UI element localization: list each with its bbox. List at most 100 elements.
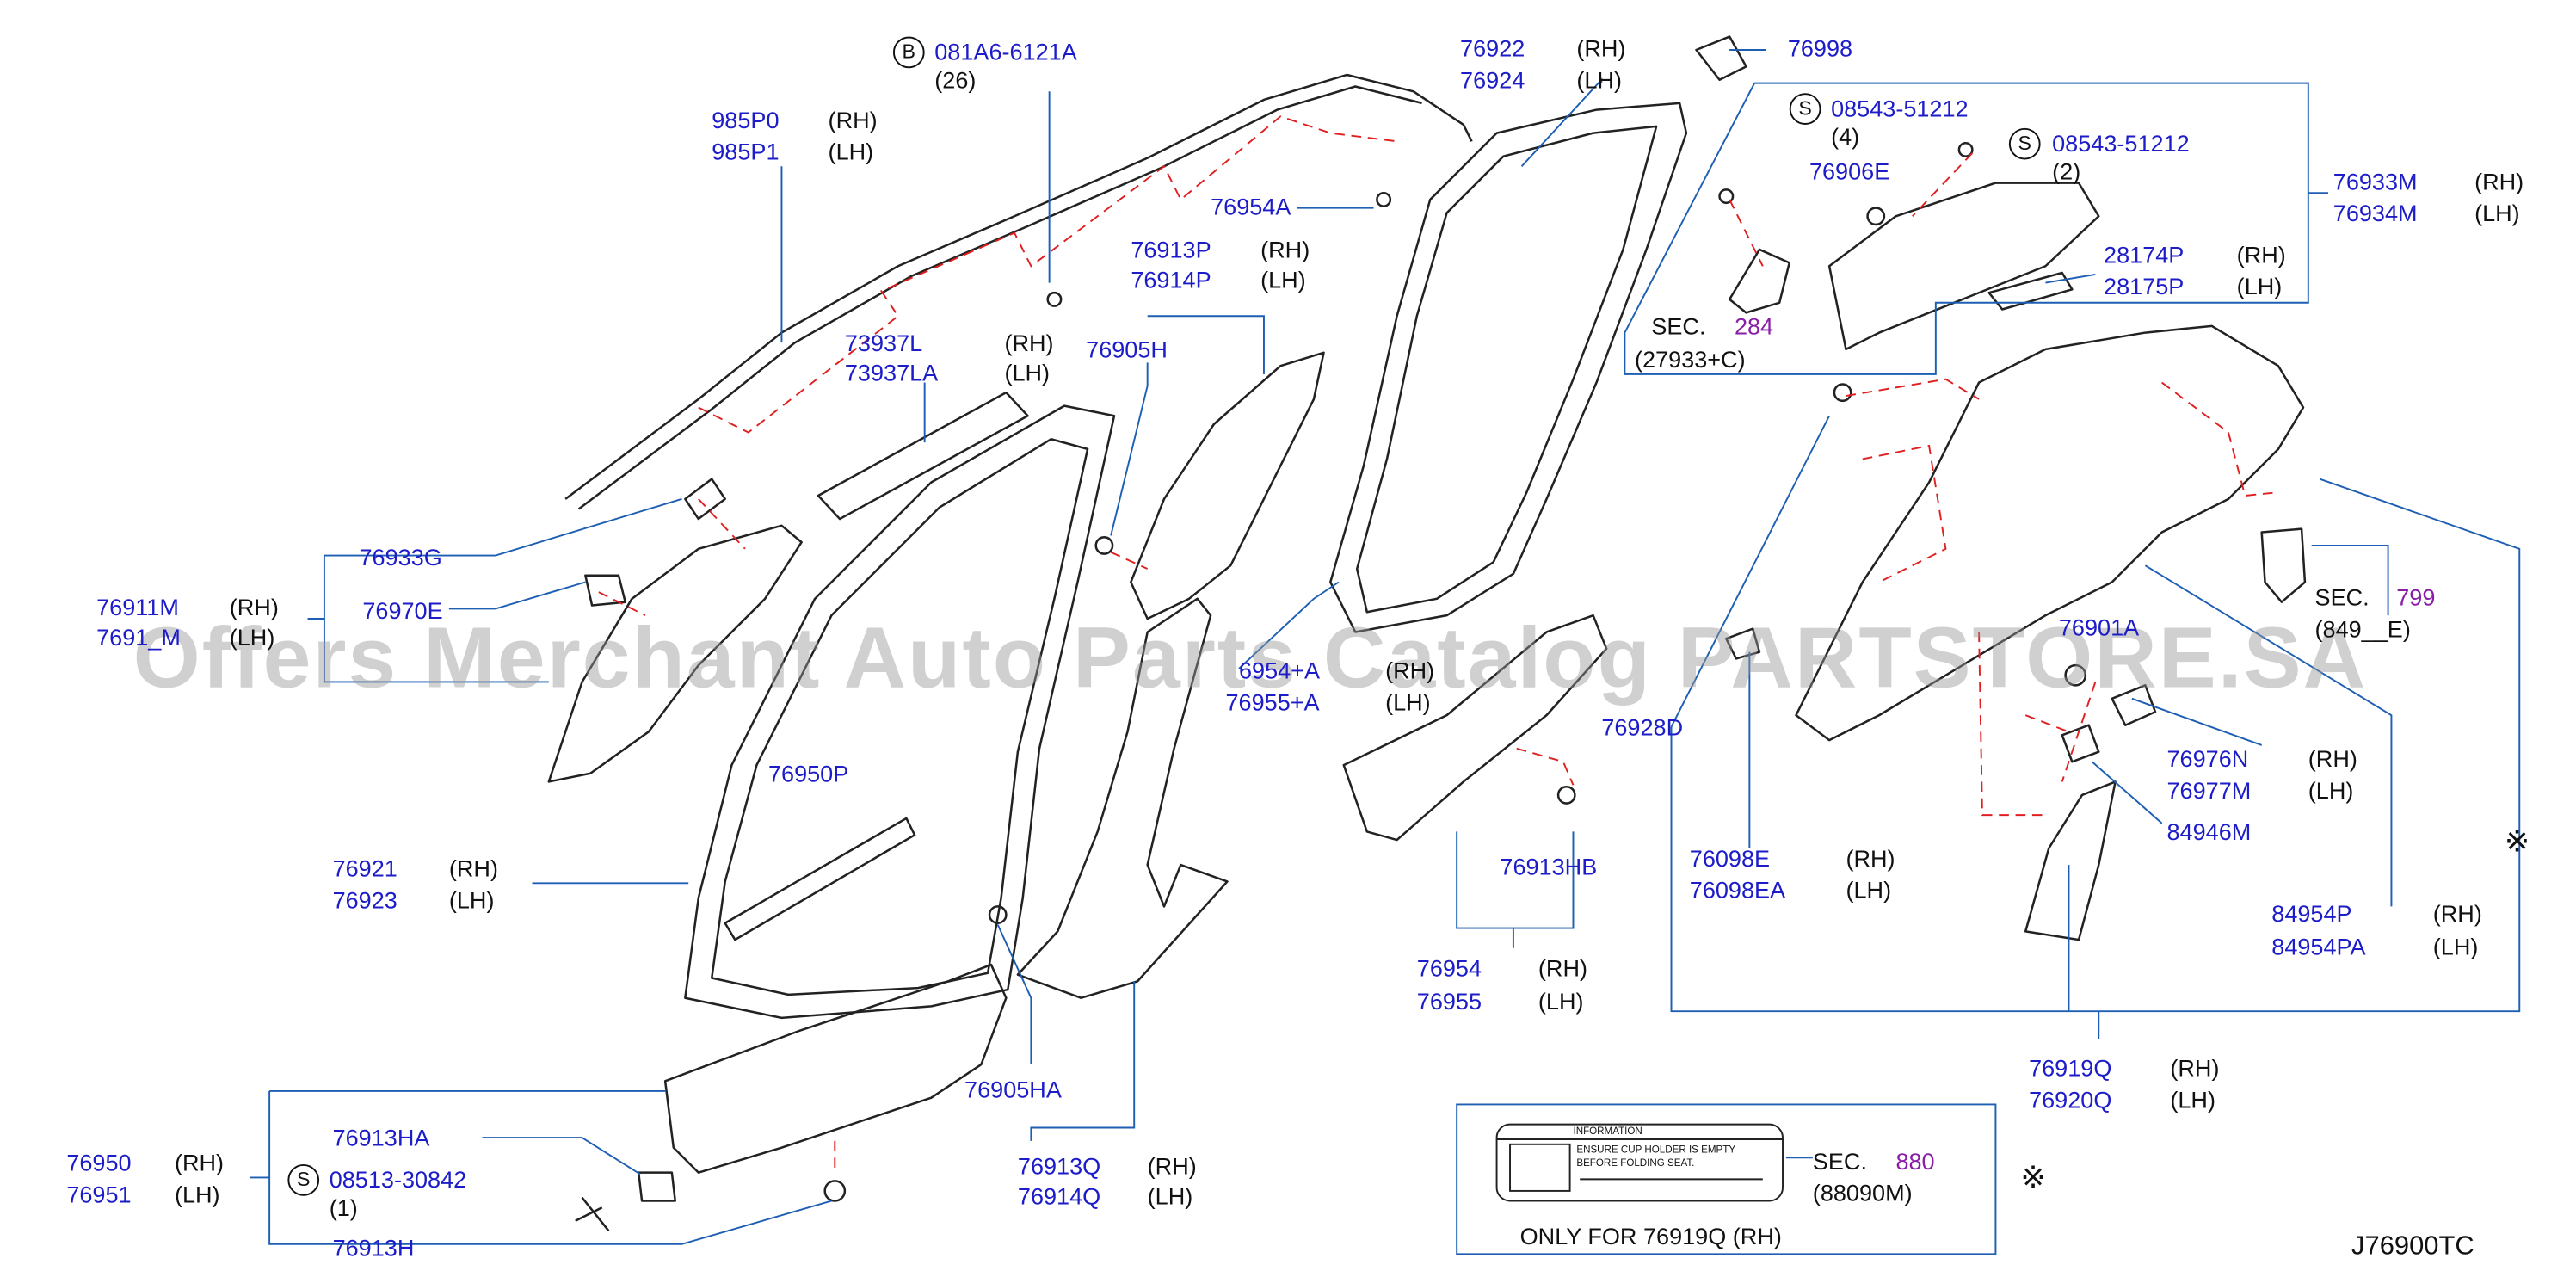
- side-label: (LH): [2236, 272, 2283, 299]
- part-label[interactable]: 76951: [66, 1181, 132, 1208]
- part-label[interactable]: 76976N: [2166, 744, 2249, 772]
- side-label: (RH): [1576, 34, 1626, 62]
- part-label[interactable]: 985P0: [712, 106, 780, 133]
- part-label[interactable]: 76954: [1416, 954, 1482, 982]
- rear-kick-plate: [1342, 614, 1608, 842]
- part-label[interactable]: 76098EA: [1689, 876, 1786, 904]
- part-label[interactable]: 76924: [1460, 66, 1525, 94]
- part-label[interactable]: 76913P: [1131, 236, 1211, 263]
- part-label[interactable]: 76901A: [2058, 614, 2140, 641]
- part-label[interactable]: 76911M: [96, 594, 179, 620]
- side-label: (LH): [1385, 688, 1431, 716]
- section-code: (849__E): [2314, 615, 2411, 643]
- part-label[interactable]: 76954A: [1211, 193, 1291, 220]
- part-label[interactable]: 76933G: [359, 544, 442, 571]
- rear-pillar-upper: [1827, 182, 2100, 351]
- part-label[interactable]: 76905HA: [964, 1076, 1062, 1103]
- screw-symbol: S: [1789, 93, 1821, 125]
- part-label[interactable]: 76098E: [1689, 844, 1771, 872]
- part-label[interactable]: 76928D: [1601, 713, 1684, 741]
- part-label[interactable]: 76998: [1787, 34, 1853, 62]
- b-pillar-lower: [1016, 597, 1229, 999]
- pillar-clip: [684, 478, 726, 521]
- only-for-note: ONLY FOR 76919Q (RH): [1519, 1222, 1782, 1249]
- front-kick-plate: [663, 963, 1008, 1174]
- part-label[interactable]: 76933M: [2333, 168, 2418, 195]
- side-label: (LH): [1576, 66, 1622, 94]
- part-label[interactable]: 76934M: [2333, 199, 2418, 226]
- screw-symbol: S: [2008, 127, 2041, 160]
- part-label[interactable]: 081A6-6121A: [934, 38, 1077, 65]
- part-label[interactable]: 84954PA: [2271, 933, 2366, 960]
- part-label[interactable]: 76923: [332, 886, 397, 914]
- part-label[interactable]: 76922: [1460, 34, 1525, 62]
- part-label[interactable]: 76970E: [362, 596, 443, 624]
- side-label: (RH): [1846, 844, 1895, 872]
- part-label[interactable]: 73937L: [844, 329, 923, 356]
- part-label[interactable]: 76913Q: [1017, 1152, 1101, 1180]
- part-label[interactable]: 76950: [66, 1149, 132, 1176]
- side-label: (LH): [174, 1181, 220, 1208]
- part-label[interactable]: 08543-51212: [2052, 129, 2190, 157]
- part-label[interactable]: 76905H: [1086, 336, 1168, 363]
- part-label[interactable]: 985P1: [712, 138, 780, 165]
- section-prefix: SEC.: [2314, 583, 2370, 611]
- info-line-1: ENSURE CUP HOLDER IS EMPTY: [1576, 1145, 1736, 1157]
- part-label[interactable]: 08513-30842: [329, 1165, 467, 1193]
- side-label: (LH): [1538, 988, 1584, 1015]
- part-label[interactable]: 76914Q: [1017, 1182, 1101, 1210]
- side-label: (RH): [2170, 1054, 2220, 1082]
- part-label[interactable]: 76913HB: [1500, 853, 1598, 880]
- side-label: (RH): [174, 1149, 225, 1176]
- a-pillar-garnish: [547, 524, 803, 783]
- reference-mark: ※: [2504, 824, 2530, 859]
- qty-label: (4): [1831, 123, 1860, 150]
- side-label: (LH): [1147, 1182, 1193, 1210]
- part-label[interactable]: 08543-51212: [1831, 95, 1969, 122]
- curtain-airbag: [564, 73, 1473, 500]
- part-label[interactable]: 76914P: [1131, 266, 1211, 293]
- part-label[interactable]: 76955: [1416, 988, 1482, 1015]
- side-label: (RH): [2308, 744, 2357, 772]
- part-label[interactable]: 76913H: [332, 1234, 415, 1262]
- section-code: (27933+C): [1634, 346, 1746, 373]
- side-label: (RH): [1385, 657, 1435, 684]
- part-label[interactable]: 28174P: [2104, 241, 2185, 268]
- part-label[interactable]: 6954+A: [1238, 657, 1321, 684]
- info-title: INFORMATION: [1573, 1127, 1642, 1138]
- part-label[interactable]: 76919Q: [2029, 1054, 2112, 1082]
- side-label: (LH): [828, 138, 874, 165]
- watermark: Offers Merchant Auto Parts Catalog PARTS…: [132, 610, 2368, 707]
- front-weatherstrip: [684, 404, 1116, 1020]
- side-label: (RH): [1260, 236, 1310, 263]
- part-label[interactable]: 28175P: [2104, 272, 2185, 299]
- part-label[interactable]: 76906E: [1809, 157, 1890, 185]
- part-label[interactable]: 76913HA: [332, 1124, 430, 1151]
- side-label: (RH): [1004, 329, 1054, 356]
- part-label[interactable]: 76950P: [767, 760, 849, 787]
- section-link[interactable]: 284: [1734, 312, 1774, 340]
- part-label[interactable]: 76921: [332, 854, 397, 882]
- part-label[interactable]: 76920Q: [2029, 1086, 2112, 1114]
- part-label[interactable]: 76955+A: [1225, 688, 1320, 716]
- rear-weatherstrip: [1329, 102, 1688, 633]
- side-label: (RH): [2236, 241, 2286, 268]
- screw-symbol: S: [287, 1163, 320, 1196]
- diagram-id: J76900TC: [2351, 1232, 2474, 1262]
- qty-label: (1): [329, 1194, 358, 1221]
- part-label[interactable]: 7691_M: [96, 623, 181, 651]
- part-label[interactable]: 73937LA: [844, 359, 939, 386]
- part-label[interactable]: 76977M: [2166, 776, 2252, 804]
- side-label: (LH): [229, 623, 275, 651]
- info-line-2: BEFORE FOLDING SEAT.: [1576, 1159, 1695, 1169]
- section-link[interactable]: 799: [2396, 583, 2436, 611]
- part-label[interactable]: 84954P: [2271, 899, 2352, 927]
- section-link[interactable]: 880: [1895, 1147, 1935, 1175]
- side-label: (RH): [2474, 168, 2524, 195]
- reference-mark: ※: [2020, 1161, 2046, 1194]
- assist-strip: [817, 391, 1029, 521]
- part-label[interactable]: 84946M: [2166, 817, 2252, 845]
- b-pillar-upper: [1130, 351, 1325, 620]
- qty-label: (26): [934, 66, 977, 94]
- side-label: (LH): [1846, 876, 1892, 904]
